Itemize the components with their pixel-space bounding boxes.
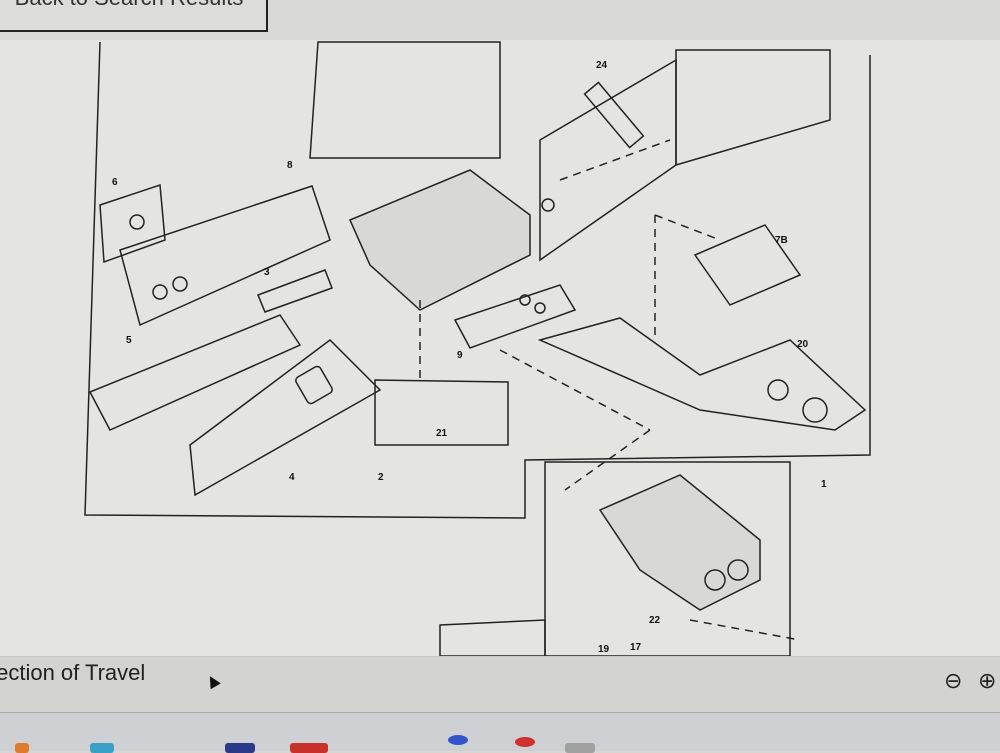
main-frame — [84, 41, 871, 519]
callout-9: 9 — [457, 350, 463, 361]
callout-1: 1 — [821, 479, 827, 490]
top-inset-box — [309, 41, 501, 159]
callout-24: 24 — [596, 60, 608, 71]
box-8 — [119, 185, 331, 327]
callout-22: 22 — [649, 615, 661, 626]
callout-2: 2 — [378, 472, 384, 483]
box-20 — [537, 317, 867, 431]
taskbar-app-icon[interactable] — [515, 737, 535, 747]
callout-4: 4 — [289, 472, 295, 483]
callout-21: 21 — [436, 428, 448, 439]
callout-labels: 6 8 3 5 4 2 21 9 24 7B 20 1 22 19 17 — [112, 60, 827, 655]
box-5 — [88, 314, 302, 431]
motor-body — [598, 474, 761, 611]
box-2 — [374, 379, 509, 446]
zoom-out-icon[interactable]: ⊖ — [944, 668, 963, 693]
top-bar: Back to Search Results — [0, 0, 1000, 40]
callout-17: 17 — [630, 642, 642, 653]
direction-of-travel-label: Direction of Travel — [0, 660, 146, 685]
taskbar-app-icon[interactable] — [225, 743, 255, 753]
box-4 — [189, 339, 382, 497]
box-3 — [257, 269, 333, 313]
connector-box-2 — [675, 49, 831, 167]
callout-5: 5 — [126, 335, 132, 346]
taskbar-app-icon[interactable] — [90, 743, 114, 753]
taskbar-app-icon[interactable] — [15, 743, 29, 753]
taskbar-app-icon[interactable] — [565, 743, 595, 753]
zoom-in-icon[interactable]: ⊕ — [978, 668, 997, 693]
parts-diagram: 6 8 3 5 4 2 21 9 24 7B 20 1 22 19 17 — [0, 40, 1000, 657]
back-to-search-results-button[interactable]: Back to Search Results — [0, 0, 268, 32]
box-6 — [99, 183, 166, 264]
taskbar — [0, 712, 1000, 753]
callout-3: 3 — [264, 267, 270, 278]
callout-7B: 7B — [775, 235, 788, 246]
valve-block — [349, 169, 531, 311]
taskbar-app-icon[interactable] — [290, 743, 328, 753]
box-7B — [693, 224, 802, 306]
box-9 — [453, 284, 577, 349]
callout-19: 19 — [598, 644, 610, 655]
diagram-footer — [0, 656, 1000, 712]
callout-20: 20 — [797, 339, 809, 350]
exploded-view-drawing — [84, 41, 871, 657]
callout-6: 6 — [112, 177, 118, 188]
callout-8: 8 — [287, 160, 293, 171]
taskbar-app-icon[interactable] — [448, 735, 468, 745]
